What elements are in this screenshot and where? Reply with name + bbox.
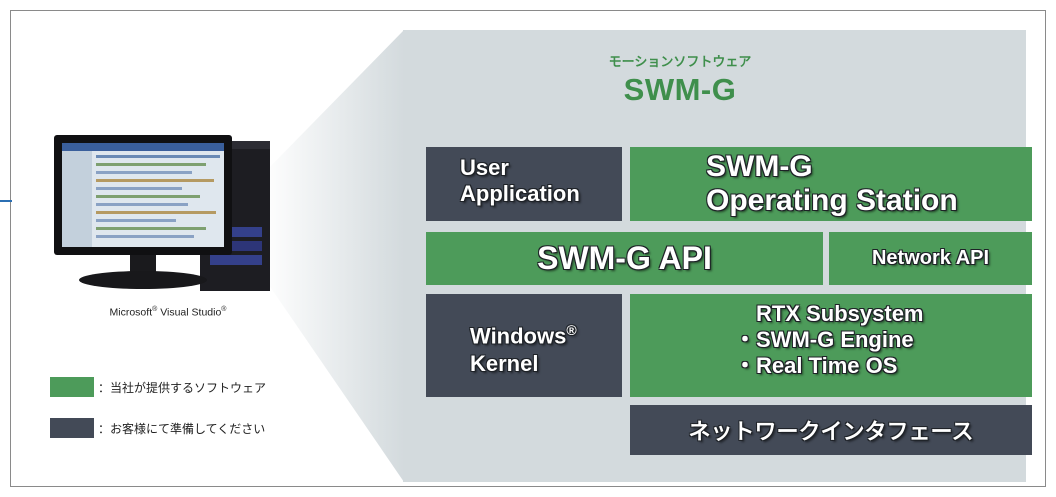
operating-station-line1: SWM-G	[706, 150, 813, 183]
user-application-line1: User	[460, 155, 509, 180]
legend-item-provided: ：当社が提供するソフトウェア	[50, 377, 266, 397]
legend-swatch-green	[50, 377, 94, 397]
user-application-block: User Application	[426, 147, 622, 221]
network-api-label: Network API	[871, 247, 990, 269]
operating-station-block: SWM-G Operating Station	[630, 147, 1032, 221]
rtx-subsystem-line1: RTX Subsystem	[756, 301, 924, 326]
caption-reg-1: ®	[152, 306, 158, 313]
network-interface-block: ネットワークインタフェース	[630, 405, 1032, 455]
swmg-api-label: SWM-G API	[537, 240, 712, 276]
rtx-subsystem-line3: ・Real Time OS	[734, 353, 898, 378]
legend-text-customer: ：お客様にて準備してください	[98, 421, 266, 436]
caption-reg-2: ®	[221, 306, 227, 313]
user-application-line2: Application	[460, 181, 580, 206]
edge-accent-mark	[0, 200, 12, 202]
windows-kernel-line2: Kernel	[470, 351, 539, 377]
network-api-block: Network API	[829, 232, 1032, 285]
rtx-subsystem-block: RTX Subsystem ・SWM-G Engine ・Real Time O…	[630, 294, 1032, 397]
operating-station-line2: Operating Station	[706, 184, 958, 217]
pc-caption: Microsoft® Visual Studio®	[40, 306, 296, 319]
product-title: SWM-G	[623, 72, 737, 107]
windows-kernel-line1: Windows®	[470, 316, 622, 350]
caption-visual-studio: Visual Studio	[157, 306, 222, 319]
registered-mark: ®	[566, 322, 577, 338]
legend-swatch-dark	[50, 418, 94, 438]
panel-subtitle: モーションソフトウェア	[608, 55, 752, 70]
windows-label: Windows	[470, 323, 567, 349]
network-interface-label: ネットワークインタフェース	[688, 420, 974, 445]
rtx-subsystem-line2: ・SWM-G Engine	[734, 327, 914, 352]
legend-item-customer: ：お客様にて準備してください	[50, 418, 265, 438]
desktop-pc-icon	[54, 135, 270, 291]
swmg-api-block: SWM-G API	[426, 232, 823, 285]
legend-text-provided: ：当社が提供するソフトウェア	[98, 380, 267, 395]
windows-kernel-block: Windows® Kernel	[426, 294, 622, 397]
caption-microsoft: Microsoft	[109, 306, 153, 319]
